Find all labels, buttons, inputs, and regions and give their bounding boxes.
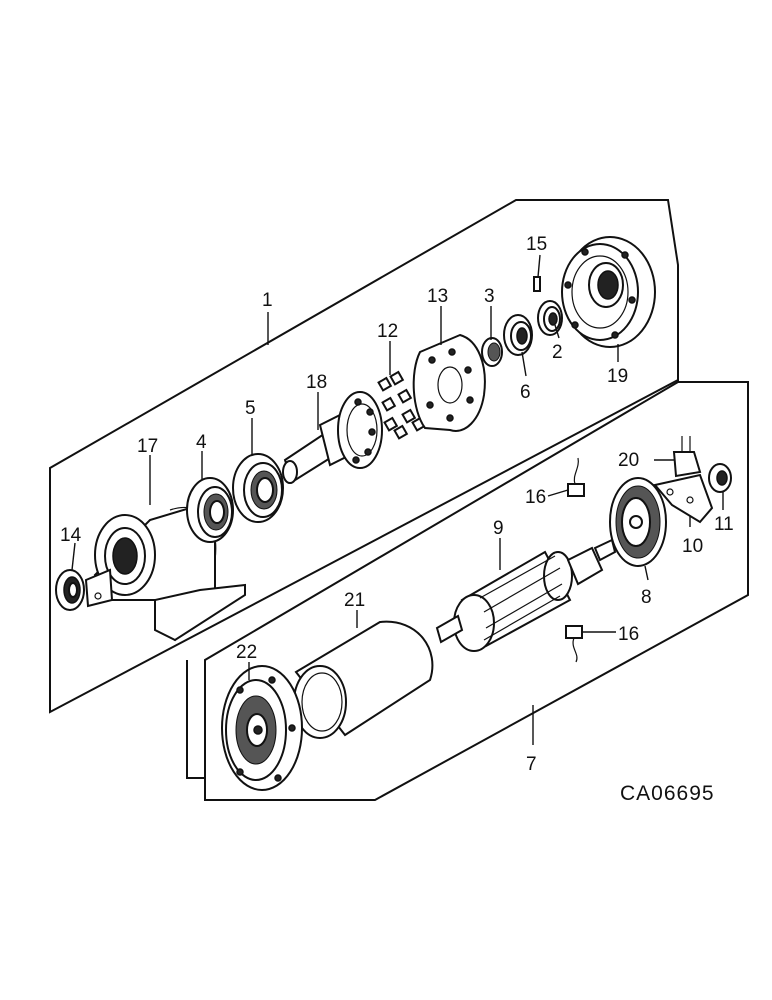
part-20-brush-holder (672, 436, 702, 478)
part-11-nut (708, 463, 732, 493)
group-7-back-edge (186, 660, 205, 779)
callout-15: 15 (526, 234, 547, 255)
callout-16-lower: 16 (618, 624, 639, 645)
drawing-code: CA06695 (620, 782, 715, 805)
part-13-gear-plate (412, 333, 486, 432)
leader-lines (71, 254, 724, 745)
part-16-brush-lower (565, 625, 583, 663)
part-21-housing (293, 620, 434, 739)
callout-20: 20 (618, 450, 639, 471)
callout-17: 17 (137, 436, 158, 457)
callout-1: 1 (262, 290, 273, 311)
callout-4: 4 (196, 432, 207, 453)
part-2-bearing (537, 300, 563, 336)
part-16-brush-upper (567, 457, 585, 497)
callout-10: 10 (682, 536, 703, 557)
part-10-bracket (653, 473, 714, 524)
callout-3: 3 (484, 286, 495, 307)
part-15-pin (533, 276, 541, 292)
callout-21: 21 (344, 590, 365, 611)
callout-9: 9 (493, 518, 504, 539)
part-17-housing (84, 503, 246, 642)
part-19-end-housing (561, 236, 656, 348)
callout-5: 5 (245, 398, 256, 419)
callout-18: 18 (306, 372, 327, 393)
callout-19: 19 (607, 366, 628, 387)
part-6-bearing (503, 314, 533, 356)
callout-16-upper: 16 (525, 487, 546, 508)
part-18-shaft (282, 391, 383, 484)
part-5-bearing (232, 453, 284, 523)
callout-8: 8 (641, 587, 652, 608)
part-12-rollers (377, 370, 427, 440)
part-4-bearing (186, 477, 234, 543)
callout-14: 14 (60, 525, 82, 546)
callout-12: 12 (377, 321, 398, 342)
part-9-armature (435, 538, 617, 652)
callout-2: 2 (552, 342, 563, 363)
part-3-bearing (481, 337, 503, 367)
part-22-end-plate (221, 665, 303, 791)
callout-11: 11 (714, 514, 734, 535)
callout-7: 7 (526, 754, 537, 775)
callout-22: 22 (236, 642, 257, 663)
part-14-seal (55, 569, 85, 611)
callout-6: 6 (520, 382, 531, 403)
callout-13: 13 (427, 286, 448, 307)
part-8-end-plate (609, 477, 667, 567)
